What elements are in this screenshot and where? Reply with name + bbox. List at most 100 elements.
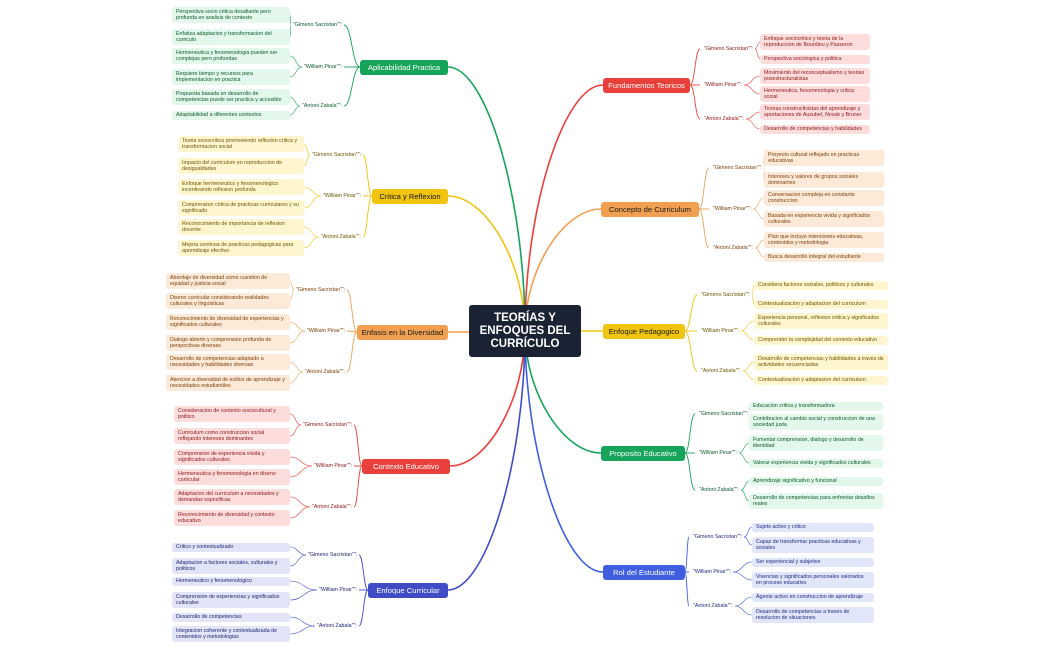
leaf-topic[interactable]: Comprension critica de practicas curricu… — [178, 200, 304, 216]
leaf-topic[interactable]: Reconocimiento de diversidad y contexto … — [174, 510, 290, 526]
branch-topic[interactable]: Enfoque Curricular — [368, 582, 448, 598]
leaf-topic[interactable]: Desarrollo de competencias y habilidades… — [754, 354, 888, 370]
leaf-topic[interactable]: Desarrollo de competencias a traves de r… — [752, 607, 874, 623]
author-label[interactable]: "Antoni Zabala"": — [319, 232, 363, 242]
branch-topic[interactable]: Proposito Educativo — [601, 445, 685, 461]
leaf-topic[interactable]: Desarrollo de competencias — [172, 612, 290, 622]
leaf-topic[interactable]: Curriculum como construccion social refl… — [174, 428, 290, 444]
branch-topic[interactable]: Aplicabilidad Practica — [360, 59, 448, 75]
author-label[interactable]: "Antoni Zabala"": — [699, 366, 743, 376]
leaf-topic[interactable]: Busca desarrollo integral del estudiante — [764, 252, 884, 262]
leaf-topic[interactable]: Vivencias y significados personales valo… — [752, 572, 874, 588]
author-label[interactable]: "Antoni Zabala"": — [303, 367, 347, 377]
leaf-topic[interactable]: Contextualizacion y adaptacion del curri… — [754, 299, 888, 309]
leaf-topic[interactable]: Perspectiva sociologica y politica — [760, 54, 870, 64]
author-label[interactable]: "Gimeno Sacristan"": — [301, 420, 355, 430]
leaf-topic[interactable]: Desarrollo de competencias y habilidades — [760, 124, 870, 134]
author-label[interactable]: "Gimeno Sacristan"": — [310, 150, 364, 160]
leaf-topic[interactable]: Hermeneutica y fenomenologia pueden ser … — [172, 48, 290, 64]
author-label[interactable]: "Antoni Zabala"": — [702, 114, 746, 124]
author-label[interactable]: "Antoni Zabala"": — [697, 485, 741, 495]
author-label[interactable]: "Antoni Zabala"": — [310, 502, 354, 512]
leaf-topic[interactable]: Reconocimiento de diversidad de experien… — [166, 314, 290, 330]
leaf-topic[interactable]: Dialogo abierto y comprension profunda d… — [166, 335, 290, 351]
branch-topic[interactable]: Rol del Estudiante — [603, 564, 685, 580]
leaf-topic[interactable]: Desarrollo de competencias adaptado a ne… — [166, 354, 290, 370]
author-label[interactable]: "William Pinar"": — [697, 448, 740, 458]
leaf-topic[interactable]: Comprension de experiencia vivida y sign… — [174, 449, 290, 465]
leaf-topic[interactable]: Enfoque hermeneutico y fenomenologico in… — [178, 179, 304, 195]
leaf-topic[interactable]: Mejora continua de practicas pedagogicas… — [178, 240, 304, 256]
leaf-topic[interactable]: Hermeneutico y fenomenologico — [172, 576, 290, 586]
author-label[interactable]: "Antoni Zabala"": — [711, 243, 755, 253]
leaf-topic[interactable]: Enfatiza adaptacion y transformacion del… — [172, 29, 290, 45]
branch-topic[interactable]: Critica y Reflexion — [372, 188, 448, 204]
leaf-topic[interactable]: Critico y contextualizado — [172, 542, 290, 552]
central-topic[interactable]: TEORÍAS Y ENFOQUES DEL CURRÍCULO — [469, 305, 581, 357]
leaf-topic[interactable]: Ser experiencial y subjetivo — [752, 557, 874, 567]
leaf-topic[interactable]: Adaptacion del curriculum a necesidades … — [174, 489, 290, 505]
leaf-topic[interactable]: Perspectiva socio critica desafiante per… — [172, 7, 290, 23]
branch-topic[interactable]: Enfoque Pedagogico — [603, 323, 685, 339]
leaf-topic[interactable]: Hermeneutica y fenomenologia en diseno c… — [174, 469, 290, 485]
leaf-topic[interactable]: Teorias constructivistas del aprendizaje… — [760, 104, 870, 120]
leaf-topic[interactable]: Considera factores sociales, politicos y… — [754, 280, 888, 290]
author-label[interactable]: "Antoni Zabala"": — [315, 621, 359, 631]
author-label[interactable]: "William Pinar"": — [305, 326, 348, 336]
leaf-topic[interactable]: Contextualizacion y adaptacion del curri… — [754, 375, 888, 385]
leaf-topic[interactable]: Fomentar comprension, dialogo y desarrol… — [749, 435, 883, 451]
author-label[interactable]: "Gimeno Sacristan"": — [711, 163, 765, 173]
author-label[interactable]: "Antoni Zabala"": — [300, 101, 344, 111]
leaf-topic[interactable]: Educacion critica y transformadora — [749, 401, 883, 411]
leaf-topic[interactable]: Plan que incluye intenciones educativas,… — [764, 232, 884, 248]
branch-topic[interactable]: Enfasis en la Diversidad — [357, 324, 448, 340]
leaf-topic[interactable]: Desarrollo de competencias para enfrenta… — [749, 493, 883, 509]
leaf-topic[interactable]: Comprension de experiencias y significad… — [172, 592, 290, 608]
leaf-topic[interactable]: Diseno curricular considerando realidade… — [166, 293, 290, 309]
author-label[interactable]: "William Pinar"": — [702, 80, 745, 90]
leaf-topic[interactable]: Hermeneutica, fenomenologia y critica so… — [760, 86, 870, 102]
author-label[interactable]: "William Pinar"": — [317, 585, 360, 595]
leaf-topic[interactable]: Valorar experiencia vivida y significado… — [749, 458, 883, 468]
leaf-topic[interactable]: Consideracion de contexto sociocultural … — [174, 406, 290, 422]
leaf-topic[interactable]: Sujeto activo y critico — [752, 522, 874, 532]
leaf-topic[interactable]: Requiere tiempo y recursos para implemen… — [172, 69, 290, 85]
author-label[interactable]: "Gimeno Sacristan"": — [699, 290, 753, 300]
author-label[interactable]: "Gimeno Sacristan"": — [691, 532, 745, 542]
author-label[interactable]: "Gimeno Sacristan"": — [306, 550, 360, 560]
leaf-topic[interactable]: Proyecto cultural reflejado en practicas… — [764, 150, 884, 166]
leaf-topic[interactable]: Impacto del curriculum en reproduccion d… — [178, 158, 304, 174]
leaf-topic[interactable]: Conversacion compleja en constante const… — [764, 190, 884, 206]
leaf-topic[interactable]: Atencion a diversidad de estilos de apre… — [166, 375, 290, 391]
author-label[interactable]: "William Pinar"": — [711, 204, 754, 214]
leaf-topic[interactable]: Movimiento del reconceptualismo y teoria… — [760, 68, 870, 84]
leaf-topic[interactable]: Integracion coherente y contextualizada … — [172, 626, 290, 642]
leaf-topic[interactable]: Enfoque sociocritico y teoria de la repr… — [760, 34, 870, 50]
author-label[interactable]: "William Pinar"": — [312, 461, 355, 471]
leaf-topic[interactable]: Reconocimiento de importancia de reflexi… — [178, 219, 304, 235]
leaf-topic[interactable]: Intereses y valores de grupos sociales d… — [764, 172, 884, 188]
author-label[interactable]: "William Pinar"": — [321, 191, 364, 201]
leaf-topic[interactable]: Basada en experiencia vivida y significa… — [764, 211, 884, 227]
branch-topic[interactable]: Concepto de Curriculum — [601, 201, 699, 217]
leaf-topic[interactable]: Capaz de transformar practicas educativa… — [752, 537, 874, 553]
leaf-topic[interactable]: Agente activo en construccion de aprendi… — [752, 592, 874, 602]
author-label[interactable]: "Gimeno Sacristan"": — [697, 409, 751, 419]
author-label[interactable]: "Antoni Zabala"": — [691, 601, 735, 611]
leaf-topic[interactable]: Propuesta basada en desarrollo de compet… — [172, 89, 290, 105]
leaf-topic[interactable]: Contribucion al cambio social y construc… — [749, 414, 883, 430]
leaf-topic[interactable]: Adaptacion a factores sociales, cultural… — [172, 558, 290, 574]
author-label[interactable]: "William Pinar"": — [699, 326, 742, 336]
author-label[interactable]: "William Pinar"": — [302, 62, 345, 72]
leaf-topic[interactable]: Aprendizaje significativo y funcional — [749, 476, 883, 486]
author-label[interactable]: "Gimeno Sacristan"": — [294, 285, 348, 295]
author-label[interactable]: "Gimeno Sacristan"": — [291, 20, 345, 30]
leaf-topic[interactable]: Adaptabilidad a diferentes contextos — [172, 110, 290, 120]
leaf-topic[interactable]: Teoria sociocritica promoviendo reflexio… — [178, 136, 304, 152]
leaf-topic[interactable]: Comprender la complejidad del contexto e… — [754, 335, 888, 345]
author-label[interactable]: "Gimeno Sacristan"": — [702, 44, 756, 54]
branch-topic[interactable]: Contexto Educativo — [362, 458, 450, 474]
author-label[interactable]: "William Pinar"": — [691, 567, 734, 577]
leaf-topic[interactable]: Experiencia personal, reflexion critica … — [754, 313, 888, 329]
branch-topic[interactable]: Fundamentos Teoricos — [603, 77, 690, 93]
